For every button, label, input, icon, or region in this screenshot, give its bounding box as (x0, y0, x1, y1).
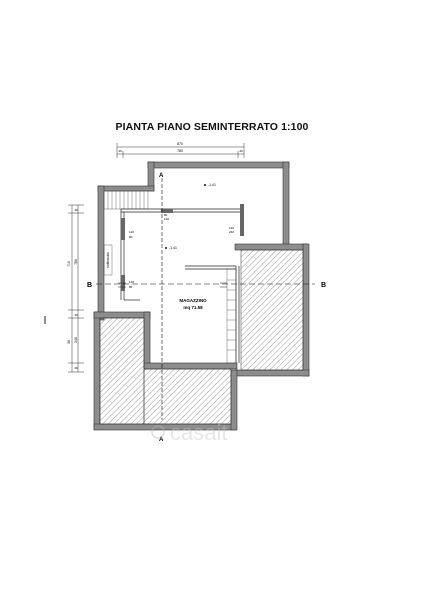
section-a-top: A (159, 173, 164, 179)
opening-label-1: 120 (129, 230, 134, 234)
watermark-logo: casait (151, 420, 227, 445)
opening-label-6: 120 (164, 217, 169, 221)
level-label-2: -1.41 (169, 246, 177, 250)
door-markers (118, 282, 227, 288)
watermark-text: casait (170, 420, 227, 445)
top-dim-left: 40 (118, 149, 122, 153)
staircase-right (226, 268, 237, 364)
exterior-walls (93, 161, 310, 431)
left-dim-2: 710 (67, 261, 71, 267)
opening-label-3: 120 (129, 280, 134, 284)
left-dim-3: 780 (74, 259, 78, 265)
opening-label-8: 240 (229, 230, 234, 234)
top-dim-total: 870 (177, 142, 183, 146)
left-dim-4: 40 (74, 313, 78, 317)
opening-label-5: 80 (164, 213, 168, 217)
left-dim-5: 30 (67, 340, 71, 344)
level-marker-1 (204, 184, 206, 186)
hatched-area-right (240, 249, 304, 371)
section-a-bottom: A (159, 437, 164, 443)
level-marker-2 (165, 247, 167, 249)
room-area: mq 71.58 (183, 305, 203, 310)
section-b-left: B (87, 282, 92, 289)
drawing-title: PIANTA PIANO SEMINTERRATO 1:100 (115, 121, 309, 133)
staircase-upper (103, 190, 149, 210)
hatched-area-bottom (143, 368, 232, 425)
top-dimension-chain (116, 143, 245, 158)
understair-label: sottoscalo (106, 252, 110, 268)
left-dimension-chain (68, 204, 84, 373)
section-b-right: B (321, 282, 326, 289)
room-name: MAGAZZINO (179, 298, 207, 303)
opening-label-4: 80 (129, 285, 133, 289)
partition-fills (121, 204, 244, 291)
top-dim-right: 40 (239, 149, 243, 153)
top-dim-main: 780 (177, 149, 183, 153)
left-dim-7: 40 (74, 366, 78, 370)
opening-label-7: 120 (229, 226, 234, 230)
opening-label-2: 80 (129, 235, 133, 239)
level-label-1: -1.41 (208, 183, 216, 187)
understair-strip (103, 244, 113, 276)
left-dim-1: 40 (74, 208, 78, 212)
hatched-area-bottom-left (99, 317, 145, 425)
left-dim-6: 240 (74, 337, 78, 343)
